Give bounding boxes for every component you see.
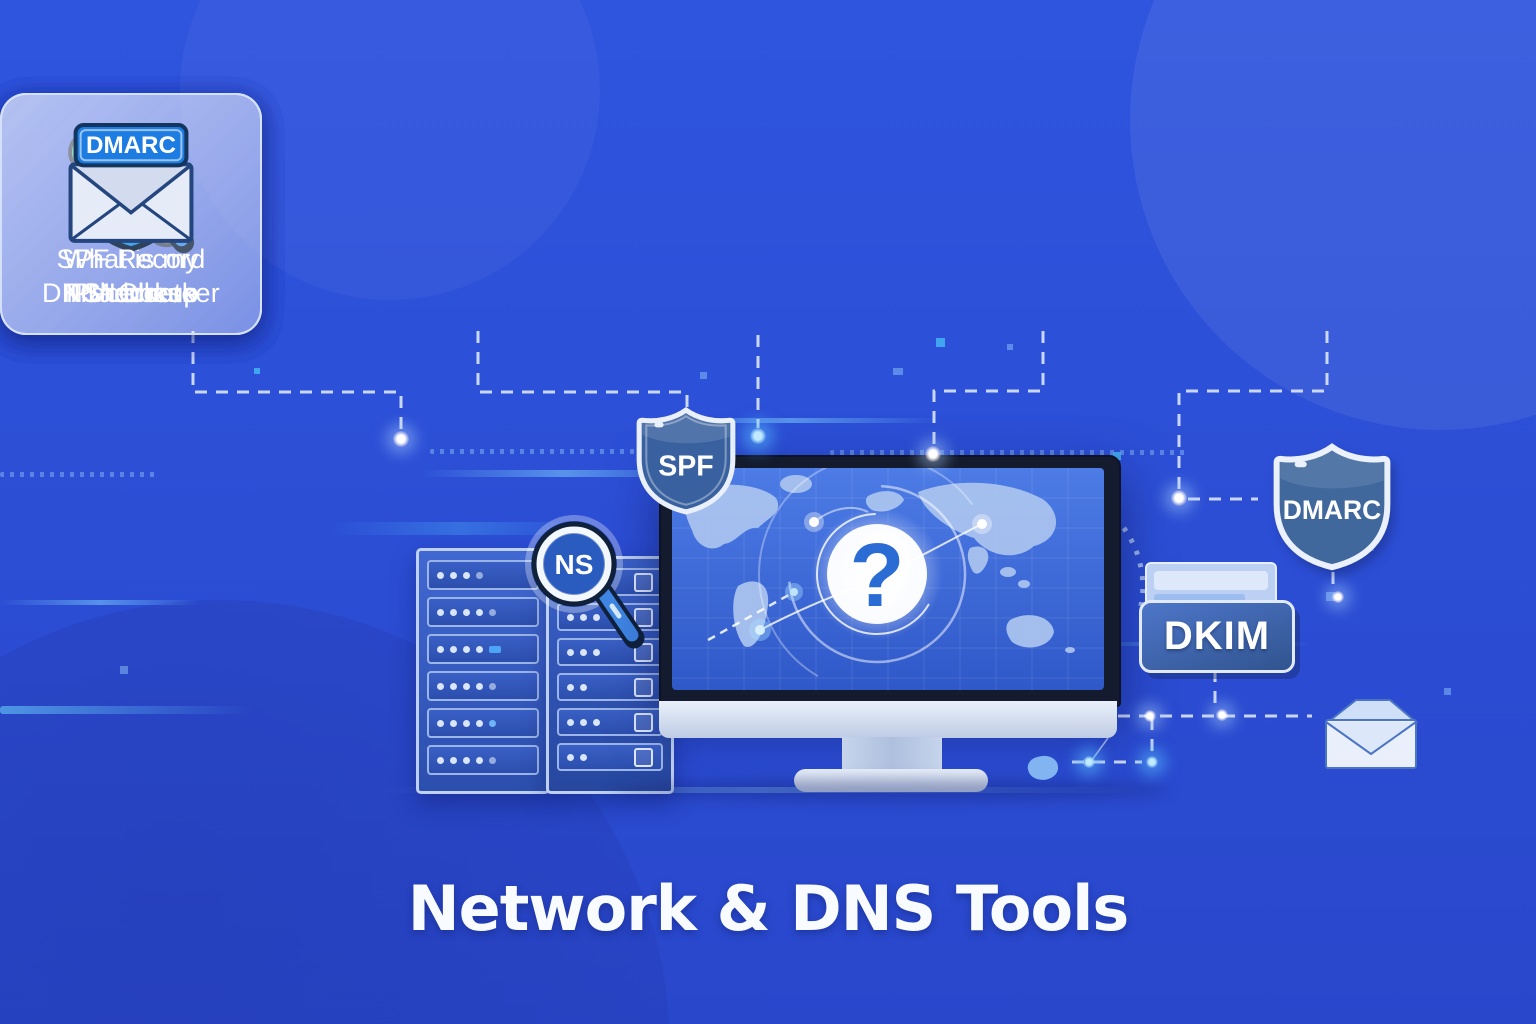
decor-pixel bbox=[1007, 344, 1013, 350]
ground-shadow bbox=[610, 780, 1170, 800]
monitor-chin bbox=[659, 701, 1117, 738]
spf-shield: SPF bbox=[636, 406, 736, 515]
server-slot bbox=[557, 673, 663, 701]
open-envelope-icon bbox=[1325, 699, 1419, 769]
connector-node bbox=[1216, 709, 1228, 721]
card-label: Traceroute bbox=[2, 276, 260, 311]
card-label: NS Lookup bbox=[2, 276, 260, 311]
dkim-tag-label: DKIM bbox=[1163, 614, 1271, 658]
card-label: What is my IP address bbox=[2, 242, 260, 311]
server-slot bbox=[427, 671, 539, 701]
window-bar bbox=[1154, 571, 1268, 590]
monitor-stand-neck bbox=[842, 737, 942, 774]
server-slot bbox=[557, 743, 663, 771]
connector-node bbox=[1083, 756, 1095, 768]
server-rack-left bbox=[416, 548, 550, 794]
card-dkim-checker[interactable]: DMARC DKIM Checker bbox=[0, 93, 262, 335]
dmarc-shield-label: DMARC bbox=[1283, 495, 1382, 525]
server-slot bbox=[427, 597, 539, 627]
dmarc-envelope-icon: DMARC bbox=[2, 117, 260, 259]
decor-pixel bbox=[700, 372, 707, 379]
decor-dot-band bbox=[830, 450, 1190, 455]
dkim-tag: DKIM bbox=[1139, 600, 1295, 673]
connector-node bbox=[1146, 756, 1158, 768]
card-label: SPF Record Checker bbox=[2, 242, 260, 311]
server-slot bbox=[557, 708, 663, 736]
decor-streak bbox=[0, 706, 250, 714]
connector-node bbox=[1332, 591, 1344, 603]
server-slot bbox=[427, 634, 539, 664]
spf-shield-label: SPF bbox=[658, 450, 713, 482]
connector-node bbox=[1144, 710, 1156, 722]
decor-pixel bbox=[120, 666, 128, 674]
monitor-stand-base bbox=[794, 769, 988, 792]
server-slot bbox=[427, 708, 539, 738]
decor-streak bbox=[420, 470, 710, 477]
dmarc-badge-label: DMARC bbox=[86, 132, 176, 159]
decor-dot-band bbox=[0, 472, 160, 477]
connector-node bbox=[925, 446, 941, 462]
server-slot bbox=[427, 560, 539, 590]
decor-dot-band bbox=[430, 449, 660, 454]
decor-pixel bbox=[893, 368, 903, 375]
map-nodes bbox=[749, 512, 992, 641]
decor-pixel bbox=[936, 338, 945, 347]
decor-pixel bbox=[1444, 688, 1451, 695]
connector-node bbox=[1171, 490, 1187, 506]
decor-streak bbox=[330, 522, 590, 535]
decor-streak bbox=[380, 787, 1140, 793]
server-slot bbox=[427, 745, 539, 775]
ns-magnifier-icon: NS bbox=[525, 515, 645, 649]
decor-pixel bbox=[1326, 592, 1335, 601]
decor-streak bbox=[0, 600, 200, 605]
decor-pixel bbox=[254, 368, 260, 374]
decor-pixel bbox=[1113, 452, 1121, 460]
page-title: Network & DNS Tools bbox=[407, 872, 1130, 945]
card-label: DKIM Checker bbox=[42, 278, 220, 309]
question-mark: ? bbox=[850, 526, 905, 626]
dmarc-shield: DMARC bbox=[1273, 443, 1391, 571]
decor-streak bbox=[640, 418, 940, 423]
connector-node bbox=[750, 428, 766, 444]
connector-node bbox=[393, 431, 409, 447]
ns-lens-label: NS bbox=[555, 549, 594, 580]
